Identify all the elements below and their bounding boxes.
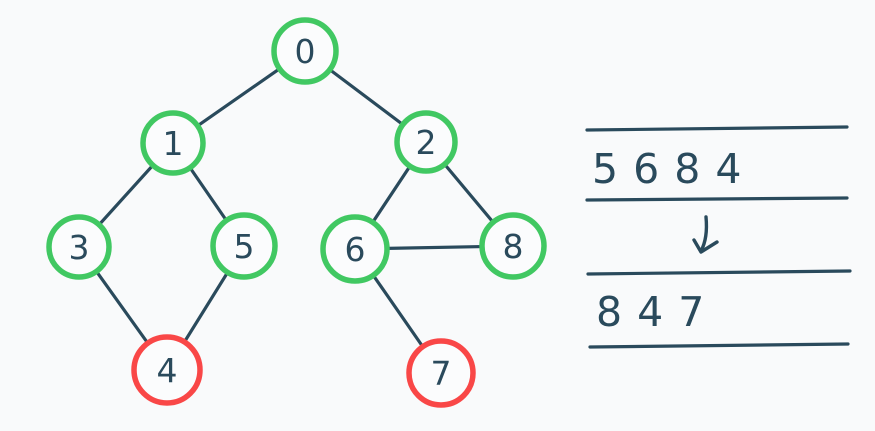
node-circle-green [46,214,112,280]
node-circle-green [140,110,206,176]
node-circle-red [131,334,203,406]
node-label: 0 [295,32,316,71]
node-label: 8 [503,227,524,266]
rule-line-1 [585,125,849,132]
rule-line-2 [585,196,849,202]
node-label: 2 [416,123,437,162]
rule-lines [585,125,852,349]
node-circle-green [210,212,278,280]
node-circle-red [406,338,476,408]
rule-line-4 [588,342,850,349]
node-label: 4 [157,351,178,390]
node-circle-green [394,110,458,174]
queue-before-text: 5 6 8 4 [592,145,742,193]
graph-node-4: 4 [131,334,203,406]
graph-nodes: 0 1 2 3 5 6 8 4 7 [46,17,547,408]
node-label: 7 [431,354,452,393]
node-label: 5 [234,227,255,266]
graph-node-7: 7 [406,338,476,408]
graph-node-8: 8 [479,212,547,280]
node-circle-green [271,17,339,85]
notes-panel: 5 6 8 4 8 4 7 [585,125,852,349]
graph-node-1: 1 [140,110,206,176]
graph-node-3: 3 [46,214,112,280]
graph-node-6: 6 [320,214,390,284]
graph-node-2: 2 [394,110,458,174]
graph-node-5: 5 [210,212,278,280]
node-circle-green [479,212,547,280]
graph-node-0: 0 [271,17,339,85]
node-label: 6 [345,230,366,269]
queue-after-text: 8 4 7 [596,288,705,336]
node-label: 3 [69,228,90,267]
rule-line-3 [586,269,852,276]
node-circle-green [320,214,390,284]
node-label: 1 [163,124,184,163]
down-arrow-icon [692,215,719,254]
